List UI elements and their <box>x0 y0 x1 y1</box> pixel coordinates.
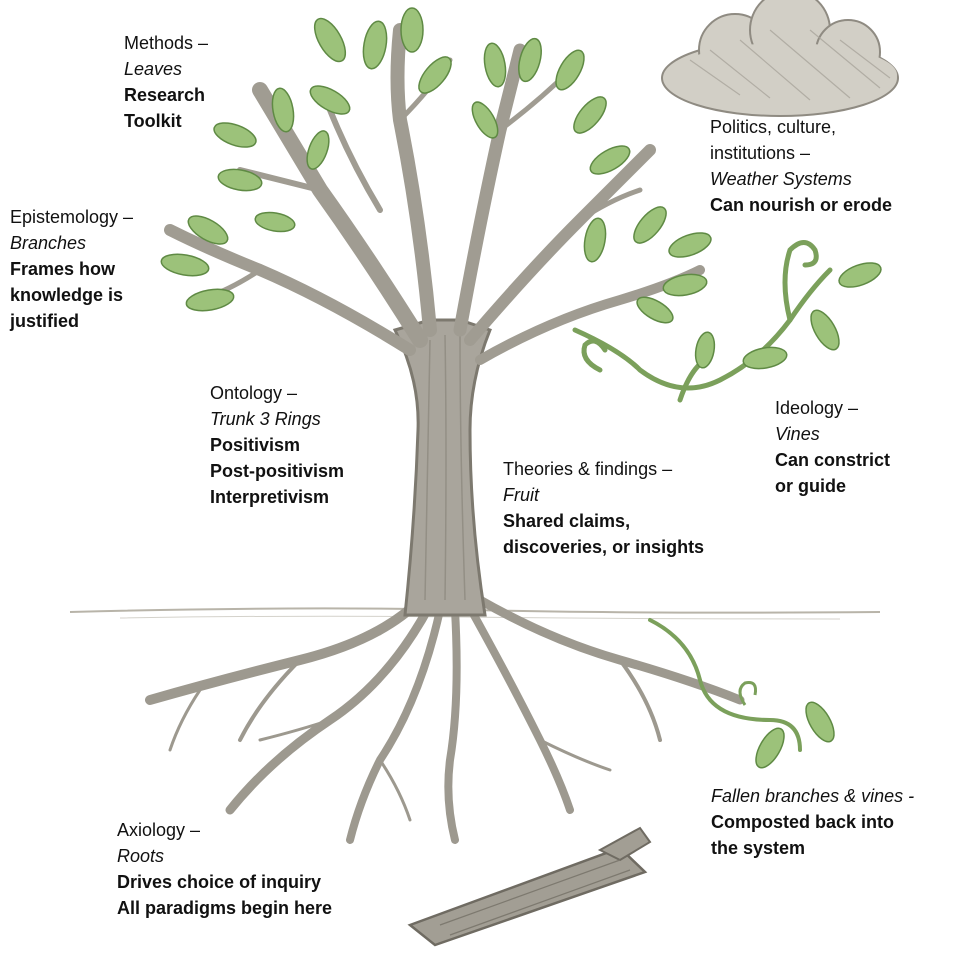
epistemology-term: Epistemology – <box>10 207 134 227</box>
politics-desc-line: Can nourish or erode <box>710 195 893 215</box>
methods-desc-line: Research <box>124 85 206 105</box>
epistemology-desc-line: justified <box>10 311 80 331</box>
axiology-term: Axiology – <box>117 820 201 840</box>
methods-desc-line: Toolkit <box>124 111 182 131</box>
politics-term-line: Politics, culture, <box>710 117 837 137</box>
fallen-label: Fallen branches & vines - Composted back… <box>711 783 914 861</box>
ontology-metaphor: Trunk 3 Rings <box>210 409 321 429</box>
leaves <box>160 7 712 324</box>
ontology-desc-line: Interpretivism <box>210 487 330 507</box>
axiology-metaphor: Roots <box>117 846 165 866</box>
epistemology-label: Epistemology – Branches Frames how knowl… <box>10 204 133 334</box>
ontology-term: Ontology – <box>210 383 298 403</box>
politics-label: Politics, culture, institutions – Weathe… <box>710 114 892 218</box>
theories-metaphor: Fruit <box>503 485 539 505</box>
theories-label: Theories & findings – Fruit Shared claim… <box>503 456 704 560</box>
axiology-desc-line: Drives choice of inquiry <box>117 872 322 892</box>
methods-term: Methods – <box>124 33 209 53</box>
ontology-label: Ontology – Trunk 3 Rings Positivism Post… <box>210 380 344 510</box>
theories-desc-line: discoveries, or insights <box>503 537 705 557</box>
vine-leaves <box>694 262 882 370</box>
methods-metaphor: Leaves <box>124 59 183 79</box>
ideology-desc-line: Can constrict <box>775 450 891 470</box>
ideology-term: Ideology – <box>775 398 859 418</box>
fallen-branch <box>407 826 652 947</box>
ontology-desc-line: Post-positivism <box>210 461 345 481</box>
epistemology-desc-line: knowledge is <box>10 285 124 305</box>
methods-label: Methods – Leaves Research Toolkit <box>124 30 208 134</box>
theories-desc-line: Shared claims, <box>503 511 631 531</box>
trunk <box>392 318 492 617</box>
ideology-desc-line: or guide <box>775 476 846 496</box>
epistemology-metaphor: Branches <box>10 233 87 253</box>
fallen-desc-line: the system <box>711 838 806 858</box>
axiology-label: Axiology – Roots Drives choice of inquir… <box>117 817 332 921</box>
ontology-desc-line: Positivism <box>210 435 301 455</box>
politics-metaphor: Weather Systems <box>710 169 852 189</box>
roots <box>145 595 745 844</box>
theories-term: Theories & findings – <box>503 459 673 479</box>
fallen-vine <box>648 618 835 769</box>
politics-term-line: institutions – <box>710 143 811 163</box>
axiology-desc-line: All paradigms begin here <box>117 898 333 918</box>
epistemology-desc-line: Frames how <box>10 259 116 279</box>
weather-cloud <box>661 0 899 117</box>
ideology-metaphor: Vines <box>775 424 820 444</box>
ideology-label: Ideology – Vines Can constrict or guide <box>775 395 890 499</box>
fallen-desc-line: Composted back into <box>711 812 895 832</box>
fallen-metaphor: Fallen branches & vines - <box>711 786 915 806</box>
